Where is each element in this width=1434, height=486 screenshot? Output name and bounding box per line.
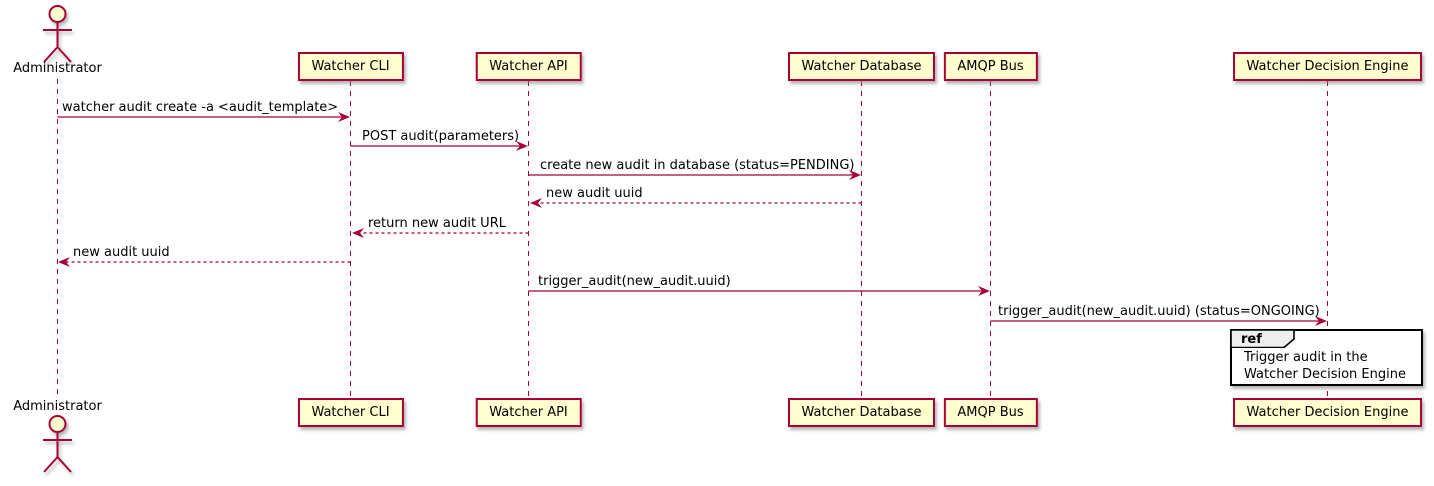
- ref-keyword: ref: [1241, 332, 1262, 347]
- message-label-trigger-audit-ongoing: trigger_audit(new_audit.uuid) (status=ON…: [998, 304, 1320, 319]
- message-arrow-3: [528, 170, 861, 180]
- ref-body-line-2: Watcher Decision Engine: [1244, 367, 1406, 382]
- ref-header-pentagon: [1231, 330, 1295, 348]
- message-arrow-5: [352, 228, 529, 238]
- message-arrow-6: [58, 257, 351, 267]
- participant-box-amqp-bus-top: AMQP Bus: [943, 52, 1038, 81]
- participant-box-watcher-api-top: Watcher API: [475, 52, 582, 81]
- participant-box-watcher-cli-bottom: Watcher CLI: [297, 398, 404, 427]
- message-arrow-1: [57, 112, 350, 122]
- message-label-new-audit-uuid-admin: new audit uuid: [73, 245, 170, 260]
- participant-box-watcher-api-bottom: Watcher API: [475, 398, 582, 427]
- message-label-post-audit: POST audit(parameters): [362, 129, 520, 144]
- actor-figure-bottom: [43, 415, 72, 473]
- actor-label-administrator-bottom: Administrator: [13, 399, 102, 414]
- participant-box-amqp-bus-bottom: AMQP Bus: [943, 398, 1038, 427]
- participant-box-watcher-database-bottom: Watcher Database: [787, 398, 936, 427]
- lifelines: [57, 79, 1328, 399]
- message-label-create-new-audit: create new audit in database (status=PEN…: [540, 158, 855, 173]
- message-arrow-8: [990, 316, 1327, 326]
- message-arrow-4: [530, 198, 862, 208]
- message-arrow-7: [528, 286, 990, 296]
- participant-box-watcher-decision-engine-top: Watcher Decision Engine: [1232, 52, 1423, 81]
- message-label-return-audit-url: return new audit URL: [368, 216, 506, 231]
- message-label-new-audit-uuid-db: new audit uuid: [546, 186, 643, 201]
- message-label-audit-create: watcher audit create -a <audit_template>: [62, 100, 339, 115]
- ref-body-line-1: Trigger audit in the: [1244, 350, 1368, 365]
- actor-label-administrator-top: Administrator: [13, 61, 102, 76]
- participant-box-watcher-cli-top: Watcher CLI: [297, 52, 404, 81]
- participant-box-watcher-database-top: Watcher Database: [787, 52, 936, 81]
- participant-box-watcher-decision-engine-bottom: Watcher Decision Engine: [1232, 398, 1423, 427]
- actor-figure-top: [43, 5, 72, 63]
- ref-body-text: Trigger audit in the Watcher Decision En…: [1244, 349, 1406, 383]
- message-arrows: [57, 112, 1327, 326]
- ref-fragment: ref Trigger audit in the Watcher Decisio…: [1230, 329, 1423, 386]
- message-label-trigger-audit: trigger_audit(new_audit.uuid): [538, 274, 731, 289]
- message-arrow-2: [350, 141, 528, 151]
